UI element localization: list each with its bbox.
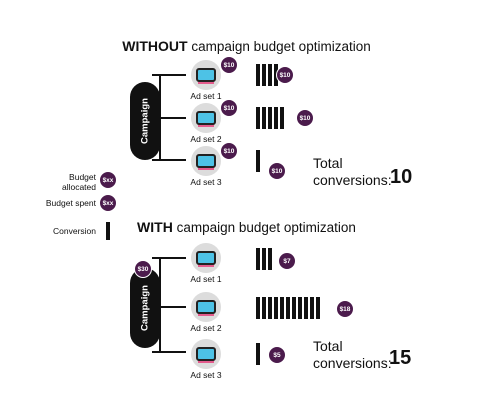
conversion-bar	[304, 297, 308, 319]
conversion-bar	[256, 248, 260, 270]
adset-icon-without-2	[186, 103, 226, 137]
budget-spent-badge-with-1: $7	[278, 252, 296, 270]
budget-allocated-badge-without-3: $10	[220, 142, 238, 160]
conversion-bar	[262, 248, 266, 270]
conversion-bar	[268, 297, 272, 319]
conversion-bars-with-1	[256, 248, 272, 270]
adset-icon-with-3	[186, 339, 226, 373]
conversion-bar	[262, 64, 266, 86]
conversion-bar	[274, 297, 278, 319]
total-label-with: Total conversions:	[313, 338, 392, 372]
campaign-label-without: Campaign	[139, 98, 151, 144]
conversion-bar	[256, 297, 260, 319]
legend-budget-allocated-label: Budget allocated	[48, 172, 96, 192]
conversion-bar	[286, 297, 290, 319]
conversion-bar	[262, 297, 266, 319]
adset-icon-with-1	[186, 243, 226, 277]
conversion-bar	[256, 343, 260, 365]
with-title: WITH campaign budget optimization	[0, 219, 493, 236]
conversion-bars-without-3	[256, 150, 260, 172]
legend-budget-allocated-line1: Budget	[69, 172, 96, 182]
total-conversions-with: 15	[389, 347, 412, 369]
adset-icon-with-2	[186, 292, 226, 326]
without-title-rest: campaign budget optimization	[191, 39, 371, 54]
legend-budget-allocated-line2: allocated	[61, 182, 96, 192]
without-title-strong: WITHOUT	[122, 38, 188, 54]
with-title-strong: WITH	[137, 219, 173, 235]
without-title: WITHOUT campaign budget optimization	[0, 38, 493, 55]
adset-label-without-3: Ad set 3	[190, 177, 222, 187]
campaign-pill-with: Campaign	[130, 268, 160, 348]
total-conversions-without: 10	[390, 166, 413, 188]
legend-budget-spent-label: Budget spent	[45, 198, 96, 208]
conversion-bar	[292, 297, 296, 319]
budget-spent-badge-without-2: $10	[296, 109, 314, 127]
conversion-bar	[262, 107, 266, 129]
legend-conversion-bar	[106, 222, 110, 240]
conversion-bar	[298, 297, 302, 319]
with-title-rest: campaign budget optimization	[176, 220, 356, 235]
conversion-bar	[256, 150, 260, 172]
total-label-without-line1: Total	[313, 155, 343, 171]
legend-budget-allocated-badge: $xx	[99, 171, 117, 189]
conversion-bar	[280, 107, 284, 129]
conversion-bars-without-2	[256, 107, 284, 129]
adset-label-with-2: Ad set 2	[190, 323, 222, 333]
budget-allocated-badge-without-2: $10	[220, 99, 238, 117]
conversion-bar	[274, 107, 278, 129]
conversion-bars-with-2	[256, 297, 320, 319]
conversion-bar	[268, 248, 272, 270]
conversion-bar	[268, 107, 272, 129]
budget-spent-badge-without-1: $10	[276, 66, 294, 84]
budget-spent-badge-with-3: $5	[268, 346, 286, 364]
total-label-with-line1: Total	[313, 338, 343, 354]
campaign-label-with: Campaign	[139, 285, 151, 331]
conversion-bar	[280, 297, 284, 319]
budget-spent-badge-with-2: $18	[336, 300, 354, 318]
adset-icon-without-3	[186, 146, 226, 180]
total-label-with-line2: conversions:	[313, 355, 392, 371]
conversion-bar	[256, 107, 260, 129]
campaign-pill-without: Campaign	[130, 82, 160, 160]
conversion-bar	[256, 64, 260, 86]
adset-label-without-1: Ad set 1	[190, 91, 222, 101]
budget-spent-badge-without-3: $10	[268, 162, 286, 180]
conversion-bars-without-1	[256, 64, 278, 86]
adset-label-without-2: Ad set 2	[190, 134, 222, 144]
conversion-bars-with-3	[256, 343, 260, 365]
legend-conversion-label: Conversion	[53, 226, 96, 236]
campaign-budget-badge-with: $30	[134, 260, 152, 278]
conversion-bar	[310, 297, 314, 319]
legend-budget-spent-badge: $xx	[99, 194, 117, 212]
total-label-without: Total conversions:	[313, 155, 392, 189]
conversion-bar	[316, 297, 320, 319]
budget-allocated-badge-without-1: $10	[220, 56, 238, 74]
adset-label-with-3: Ad set 3	[190, 370, 222, 380]
adset-label-with-1: Ad set 1	[190, 274, 222, 284]
total-label-without-line2: conversions:	[313, 172, 392, 188]
adset-icon-without-1	[186, 60, 226, 94]
conversion-bar	[268, 64, 272, 86]
